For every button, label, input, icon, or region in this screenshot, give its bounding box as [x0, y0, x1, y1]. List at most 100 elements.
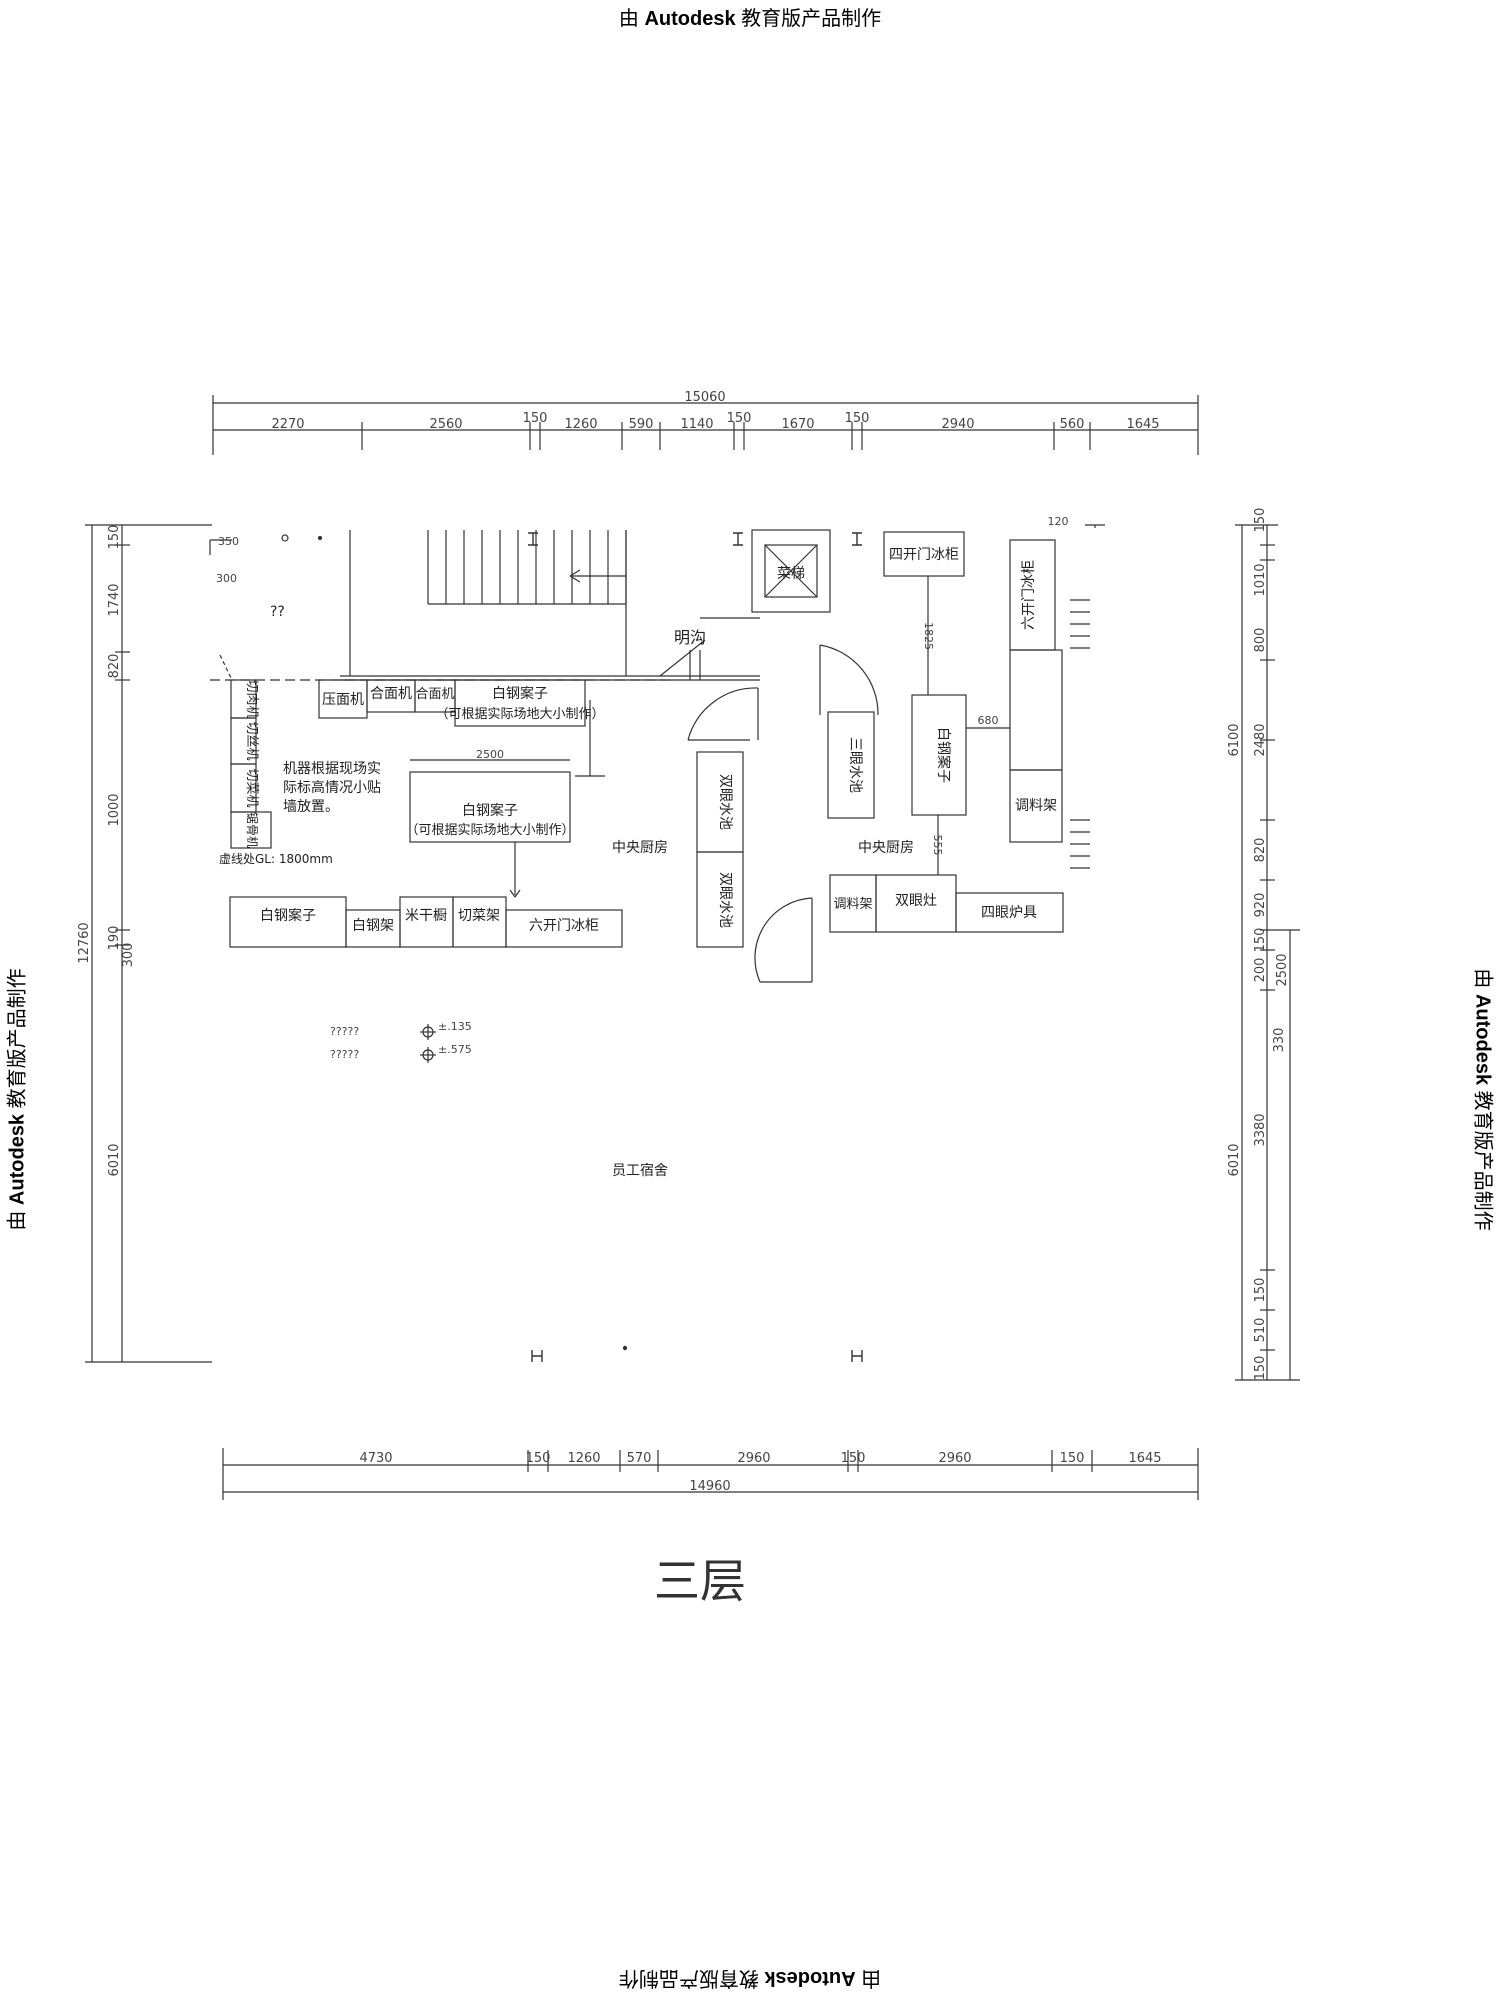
equip-fridge4-top	[883, 531, 965, 577]
left-dimensions: 12760 150 1740 820 1000 190 300 6010	[77, 524, 212, 1363]
equip-fridge4-top-label: 四开门冰柜	[889, 547, 959, 563]
dim-right-seg: 330	[1272, 1028, 1287, 1053]
dim-right-seg: 150	[1253, 508, 1268, 533]
dim-right-seg: 150	[1253, 928, 1268, 953]
dim-top-seg: 2560	[429, 417, 462, 432]
equip-spice-rack-upper	[1009, 649, 1063, 771]
floor-title: 三层	[654, 1554, 746, 1608]
dim-right-seg: 510	[1253, 1318, 1268, 1343]
dim-bottom-seg: 4730	[359, 1451, 392, 1466]
dim-bottom-seg: 2960	[938, 1451, 971, 1466]
dim-300: 300	[216, 572, 237, 585]
equip-steel-table-right-label: 白钢案子	[935, 727, 952, 783]
equip-steel-table-mid-note: （可根据实际场地大小制作）	[405, 823, 574, 838]
dim-top-seg: 590	[629, 417, 654, 432]
equip-mixer1-label: 合面机	[370, 686, 412, 702]
lift: 菜梯	[751, 529, 831, 613]
equip-meat-cutter-label: 切肉机	[244, 679, 259, 718]
dim-350: 350	[218, 535, 239, 548]
top-dimensions: 15060 2270 2560 150 1260 590 1140 150 16…	[212, 390, 1199, 455]
dim-right-total: 6010	[1227, 1143, 1242, 1176]
equip-double-stove-label: 双眼灶	[895, 893, 937, 909]
equip-steel-table-top-note: （可根据实际场地大小制作）	[435, 707, 604, 722]
room-labels: ?? 明沟 中央厨房 中央厨房 员工宿舍 350 300	[216, 535, 914, 1179]
note-line: 际标高情况小贴	[283, 779, 381, 796]
dim-bottom-seg: 150	[526, 1451, 551, 1466]
dim-555: 555	[931, 835, 944, 856]
label-central-kitchen-1: 中央厨房	[612, 840, 668, 856]
equip-pressing-label: 压面机	[322, 692, 364, 708]
watermark-brand: Autodesk	[644, 8, 736, 30]
equipment: 压面机 合面机 合面机 白钢案子 （可根据实际场地大小制作） 切肉机 切丝机 切…	[219, 515, 1069, 948]
dim-top-seg: 150	[523, 411, 548, 426]
dim-680: 680	[978, 714, 999, 727]
equip-spice-rack2-label: 调料架	[833, 897, 872, 912]
label-lift: 菜梯	[777, 566, 805, 582]
dim-right-seg: 150	[1253, 1278, 1268, 1303]
equip-steel-rack-label: 白钢架	[352, 918, 394, 934]
bottom-dimensions: 4730 150 1260 570 2960 150 2960 150 1645…	[222, 1448, 1199, 1500]
equip-veg-rack-label: 切菜架	[458, 908, 500, 924]
equip-mixer2-label: 合面机	[415, 687, 454, 702]
dim-bottom-seg: 150	[841, 1451, 866, 1466]
label-elev-v2: ±.575	[438, 1043, 472, 1056]
dim-right-total: 6100	[1227, 723, 1242, 756]
dim-top-seg: 2270	[271, 417, 304, 432]
doors	[687, 644, 879, 983]
label-central-kitchen-2: 中央厨房	[858, 840, 914, 856]
dim-right-seg: 800	[1253, 628, 1268, 653]
equip-steel-table-top	[454, 679, 586, 727]
dim-bottom-seg: 570	[627, 1451, 652, 1466]
dim-right-seg: 150	[1253, 1356, 1268, 1381]
dim-1825: 1825	[922, 622, 935, 650]
dim-right-seg: 2480	[1253, 723, 1268, 756]
equip-sink-triple-label: 三眼水池	[847, 737, 863, 793]
dim-top-seg: 1260	[564, 417, 597, 432]
dim-top-total: 15060	[684, 390, 725, 405]
dim-bottom-total: 14960	[689, 1479, 730, 1494]
column-marks	[528, 532, 863, 1362]
dim-left-seg: 1000	[107, 793, 122, 826]
equip-steel-table-mid	[409, 771, 571, 843]
watermark-prefix: 由	[618, 8, 645, 30]
dim-left-seg: 6010	[107, 1143, 122, 1176]
dim-bottom-seg: 1645	[1128, 1451, 1161, 1466]
dim-right-total: 2500	[1275, 953, 1290, 986]
equip-steel-table-right	[911, 694, 967, 816]
dim-bottom-seg: 2960	[737, 1451, 770, 1466]
label-elev-q2: ?????	[330, 1048, 359, 1061]
note-line: 机器根据现场实	[283, 761, 381, 777]
equip-four-stove-label: 四眼炉具	[981, 905, 1037, 921]
dim-2500: 2500	[476, 748, 504, 761]
dim-left-seg: 190	[107, 926, 122, 951]
dim-left-seg: 1740	[107, 583, 122, 616]
dim-top-seg: 1670	[781, 417, 814, 432]
dim-right-seg: 920	[1253, 893, 1268, 918]
dim-right-seg: 3380	[1253, 1113, 1268, 1146]
dim-120: 120	[1048, 515, 1069, 528]
elevation-marks: ????? ±.135 ????? ±.575	[330, 1020, 472, 1063]
equip-steel-table-mid-label: 白钢案子	[462, 802, 518, 819]
note-line: 墙放置。	[283, 799, 339, 815]
dim-bottom-seg: 1260	[567, 1451, 600, 1466]
equip-fridge6-bottom-label: 六开门冰柜	[529, 918, 599, 934]
equip-steel-table-bottom-label: 白钢案子	[260, 907, 316, 924]
label-stair-q: ??	[270, 604, 285, 620]
right-dimensions: 6100 2500 6010 150 1010 800 2480 820 920…	[1227, 508, 1300, 1381]
dim-right-seg: 1010	[1253, 563, 1268, 596]
dim-left-seg: 300	[121, 943, 136, 968]
watermark-top: 由 Autodesk 教育版产品制作	[0, 2, 1500, 31]
dim-left-seg: 820	[107, 654, 122, 679]
equip-veg-cutter-label: 切菜机	[244, 768, 259, 807]
equip-shredder-label: 切丝机	[244, 721, 259, 760]
dim-left-total: 12760	[77, 922, 92, 963]
equip-bone-saw	[230, 811, 272, 849]
dim-top-seg: 2940	[941, 417, 974, 432]
dim-top-seg: 1140	[680, 417, 713, 432]
dim-left-seg: 150	[107, 525, 122, 550]
label-elev-v1: ±.135	[438, 1020, 472, 1033]
equip-sink-double-2	[696, 851, 744, 948]
label-mingqu: 明沟	[674, 628, 706, 647]
dim-right-seg: 200	[1253, 958, 1268, 983]
equip-spice-rack-label: 调料架	[1015, 798, 1057, 814]
